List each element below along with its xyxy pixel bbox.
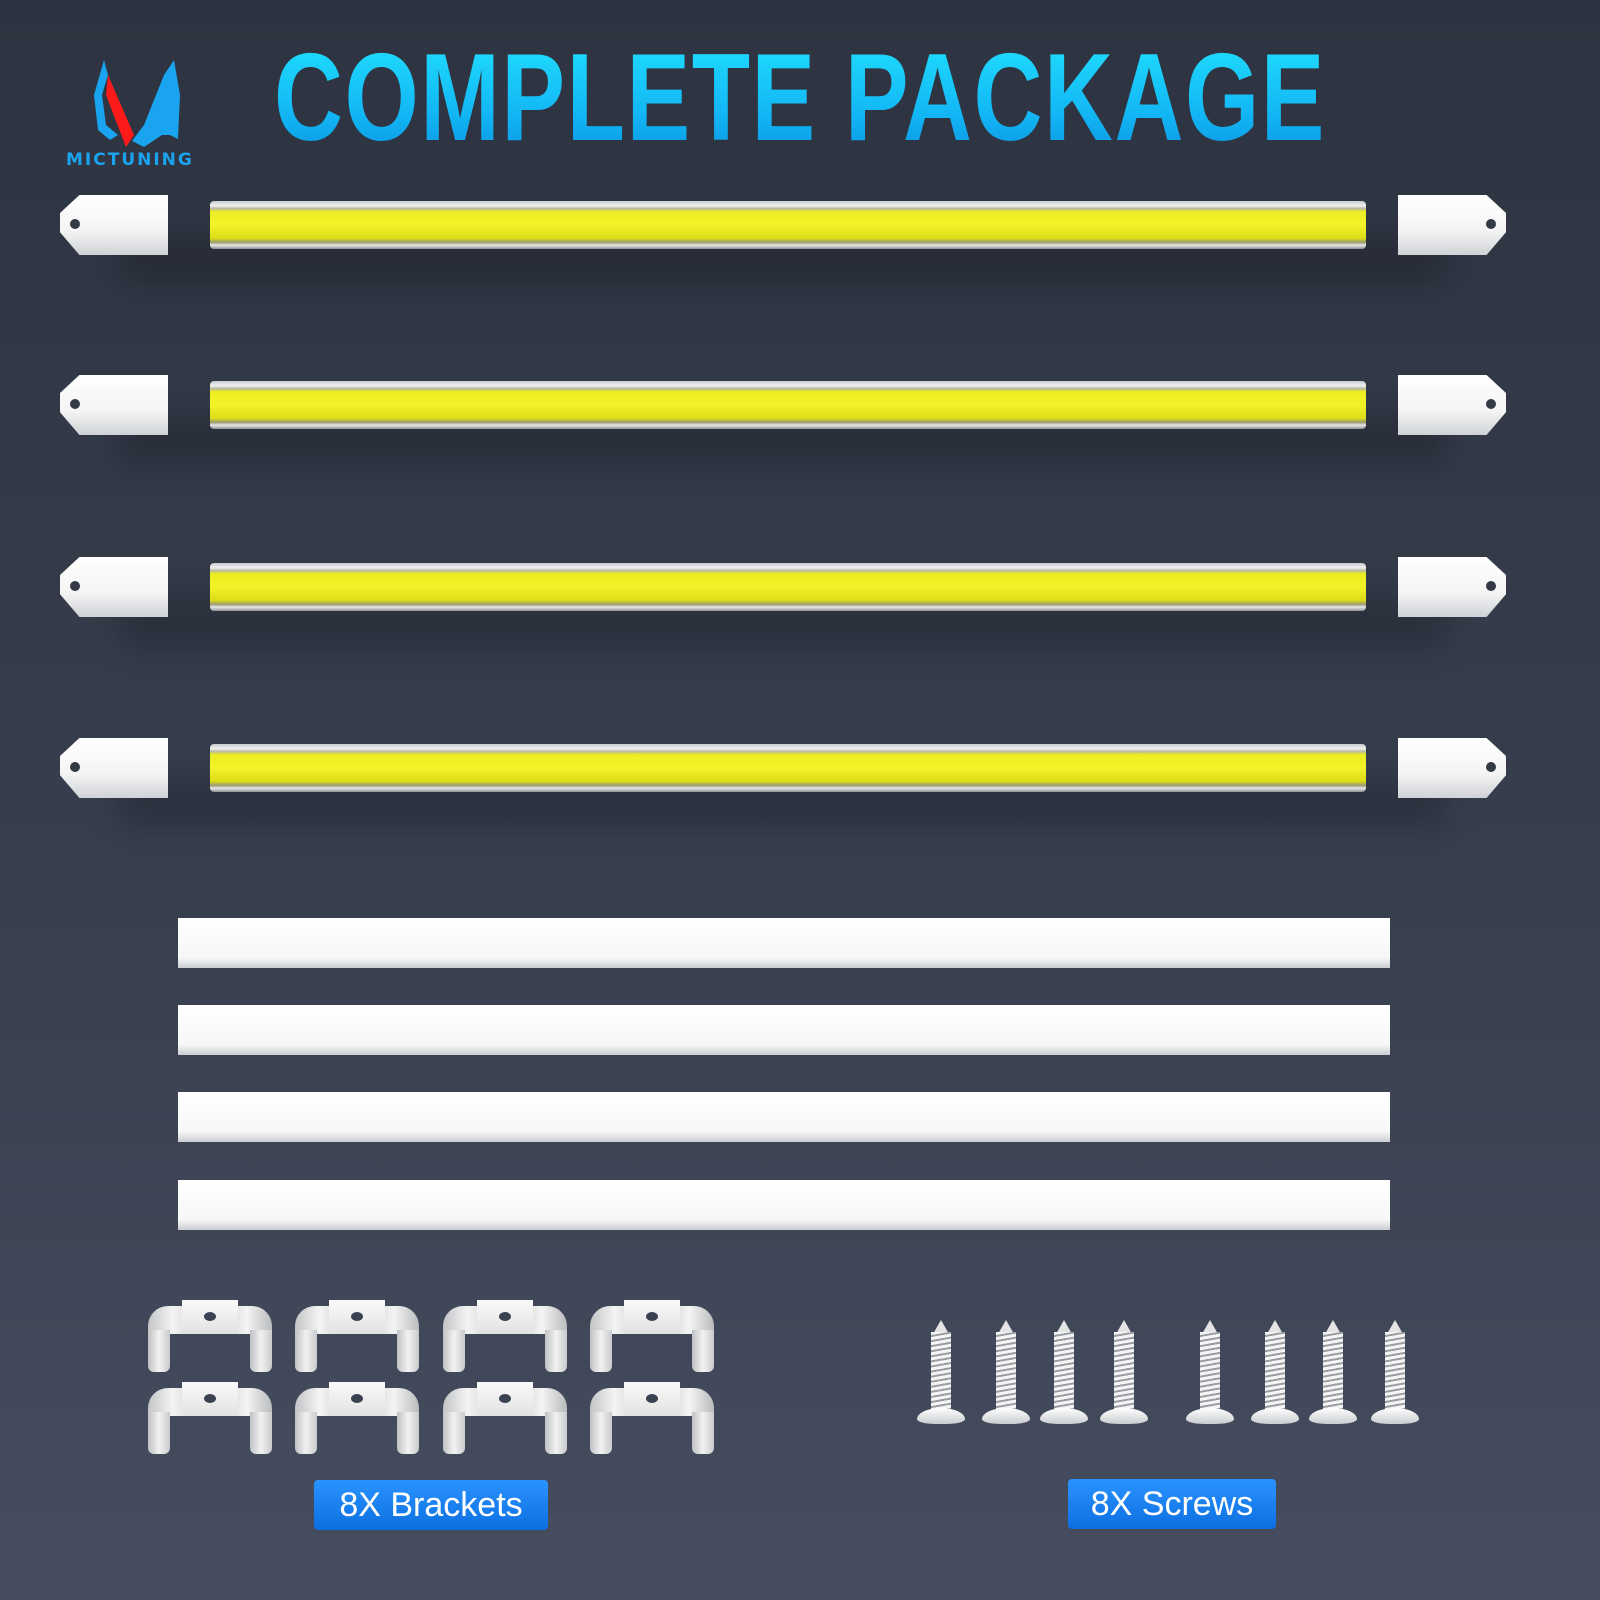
adhesive-tape: [178, 1180, 1390, 1230]
bracket: [148, 1382, 272, 1456]
brackets-label: 8X Brackets: [314, 1480, 548, 1530]
brand-name: MICTUNING: [66, 150, 194, 170]
bracket: [295, 1382, 419, 1456]
light-bar: [60, 375, 1506, 465]
bracket: [148, 1300, 272, 1374]
bracket: [443, 1300, 567, 1374]
screw: [1040, 1320, 1088, 1426]
page-title: COMPLETE PACKAGE: [274, 29, 1326, 167]
screw: [1371, 1320, 1419, 1426]
screw: [917, 1320, 965, 1426]
adhesive-tape: [178, 1092, 1390, 1142]
screws-label: 8X Screws: [1068, 1479, 1276, 1529]
brand-logo: [94, 60, 180, 147]
adhesive-tape: [178, 918, 1390, 968]
bracket: [295, 1300, 419, 1374]
bracket: [590, 1300, 714, 1374]
adhesive-tape: [178, 1005, 1390, 1055]
screw: [1100, 1320, 1148, 1426]
screw: [1186, 1320, 1234, 1426]
light-bar: [60, 557, 1506, 647]
bracket: [590, 1382, 714, 1456]
light-bar: [60, 738, 1506, 828]
light-bar: [60, 195, 1506, 285]
screw: [1309, 1320, 1357, 1426]
screw: [1251, 1320, 1299, 1426]
screw: [982, 1320, 1030, 1426]
bracket: [443, 1382, 567, 1456]
